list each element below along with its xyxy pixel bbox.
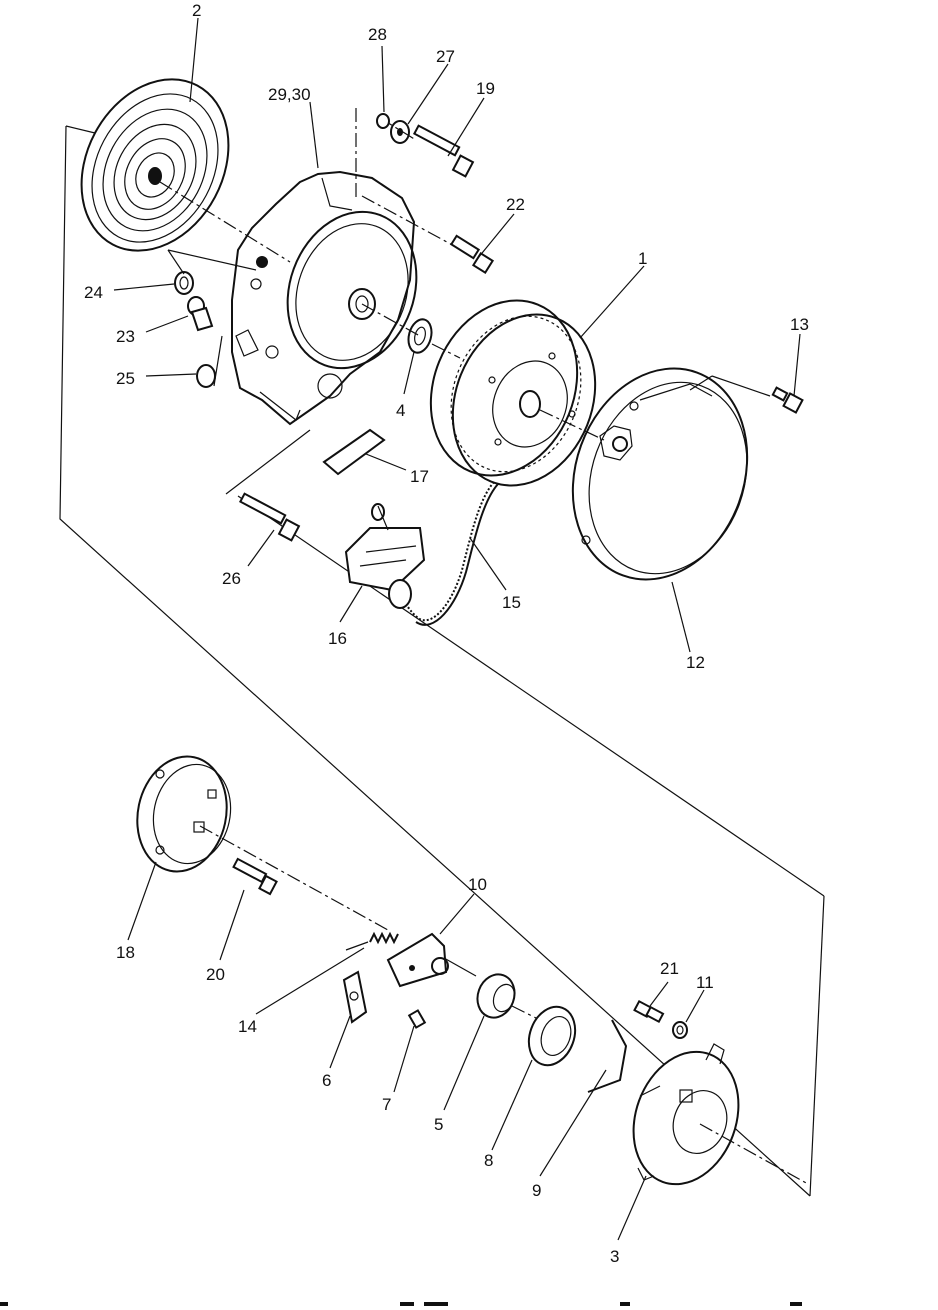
case-3-part bbox=[632, 1043, 809, 1186]
callout-1: 1 bbox=[638, 249, 647, 268]
cover-12-part bbox=[571, 367, 749, 581]
callout-7: 7 bbox=[382, 1095, 391, 1114]
spring-14-part bbox=[345, 931, 399, 951]
callout-27: 27 bbox=[436, 47, 455, 66]
callout-15: 15 bbox=[502, 593, 521, 612]
recoil-spring-part bbox=[80, 78, 291, 263]
callout-18: 18 bbox=[116, 943, 135, 962]
callout-10: 10 bbox=[468, 875, 487, 894]
ratchet-10-part bbox=[386, 932, 477, 988]
callout-17: 17 bbox=[410, 467, 429, 486]
callout-4: 4 bbox=[396, 401, 405, 420]
upper-group-frame bbox=[59, 125, 825, 1197]
leader-lines bbox=[113, 17, 801, 1241]
callout-20: 20 bbox=[206, 965, 225, 984]
callout-23: 23 bbox=[116, 327, 135, 346]
callout-8: 8 bbox=[484, 1151, 493, 1170]
bolt-20-part bbox=[232, 857, 278, 896]
callout-3: 3 bbox=[610, 1247, 619, 1266]
bracket-18-part bbox=[136, 755, 389, 931]
callout-14: 14 bbox=[238, 1017, 257, 1036]
callout-2: 2 bbox=[192, 1, 201, 20]
pawl-6-part bbox=[342, 970, 368, 1024]
washer-24-part bbox=[167, 249, 257, 295]
bushing-5-part bbox=[476, 973, 541, 1021]
nut-23-part bbox=[187, 296, 214, 332]
callout-6: 6 bbox=[322, 1071, 331, 1090]
callout-11: 11 bbox=[696, 973, 714, 992]
callout-16: 16 bbox=[328, 629, 347, 648]
washer-11-part bbox=[672, 1021, 688, 1039]
callout-25: 25 bbox=[116, 369, 135, 388]
spring-9-part bbox=[587, 1019, 628, 1093]
handle-16-part bbox=[344, 503, 426, 609]
collar-25-part bbox=[196, 335, 223, 388]
screw-13-part bbox=[689, 375, 804, 414]
callout-21: 21 bbox=[660, 959, 679, 978]
starter-housing-part bbox=[231, 170, 421, 426]
oil-seal-4-part bbox=[407, 318, 461, 359]
bolt-22-part bbox=[361, 195, 495, 275]
bolt-26-part bbox=[238, 492, 301, 542]
reel-pulley-1-part bbox=[429, 299, 605, 487]
callout-29-30: 29,30 bbox=[268, 85, 311, 104]
pin-7-part bbox=[407, 1009, 427, 1029]
callout-9: 9 bbox=[532, 1181, 541, 1200]
callout-12: 12 bbox=[686, 653, 705, 672]
plate-17-part bbox=[225, 428, 386, 495]
callout-19: 19 bbox=[476, 79, 495, 98]
callout-5: 5 bbox=[434, 1115, 443, 1134]
callout-24: 24 bbox=[84, 283, 103, 302]
bolt-19-part bbox=[355, 108, 475, 198]
callout-22: 22 bbox=[506, 195, 525, 214]
callout-labels: 2 28 27 19 29,30 22 1 24 13 23 25 4 17 2… bbox=[84, 1, 809, 1266]
callout-26: 26 bbox=[222, 569, 241, 588]
screw-21-part bbox=[633, 999, 665, 1024]
drum-8-part bbox=[527, 1005, 577, 1067]
callout-13: 13 bbox=[790, 315, 809, 334]
bottom-edge-marks bbox=[0, 1302, 802, 1306]
callout-28: 28 bbox=[368, 25, 387, 44]
